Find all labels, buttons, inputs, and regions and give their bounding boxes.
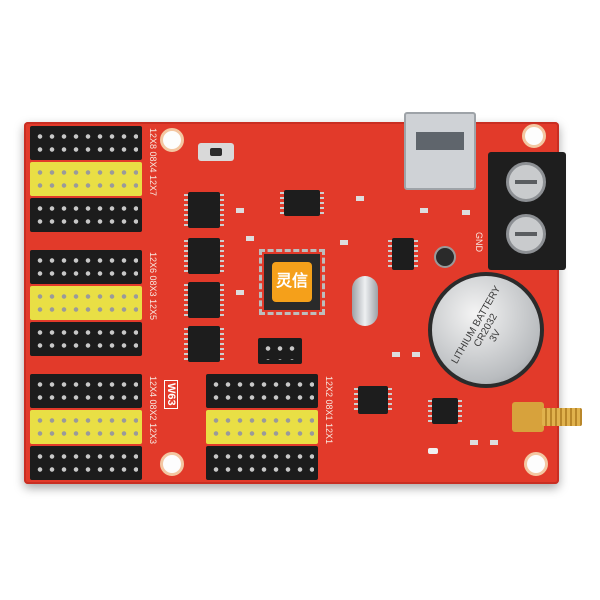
smd-component bbox=[246, 236, 254, 241]
ic-chip bbox=[354, 386, 392, 414]
header-group-label: 12X4 08X2 12X3 bbox=[148, 376, 158, 445]
electrolytic-capacitor bbox=[434, 246, 456, 268]
regulator-chip bbox=[388, 238, 418, 270]
pin-header bbox=[30, 198, 142, 232]
smd-component bbox=[462, 210, 470, 215]
crystal-oscillator bbox=[352, 276, 378, 326]
driver-chip bbox=[184, 192, 224, 228]
terminal-screw bbox=[506, 214, 546, 254]
pin-header bbox=[30, 322, 142, 356]
mounting-hole-bottom-left bbox=[160, 452, 184, 476]
reset-button bbox=[198, 143, 234, 161]
smd-component bbox=[340, 240, 348, 245]
header-group-label: 12X6 08X3 12X5 bbox=[148, 252, 158, 321]
status-led bbox=[428, 448, 438, 454]
pin-header bbox=[30, 410, 142, 444]
pin-header bbox=[30, 286, 142, 320]
pin-header bbox=[30, 446, 142, 480]
mounting-hole-top-left bbox=[160, 128, 184, 152]
smd-component bbox=[236, 290, 244, 295]
driver-chip bbox=[184, 326, 224, 362]
pin-header bbox=[30, 126, 142, 160]
power-terminal-block bbox=[488, 152, 566, 270]
mcu-chip: 灵信 bbox=[259, 249, 325, 315]
pin-header bbox=[30, 374, 142, 408]
driver-chip bbox=[184, 282, 224, 318]
sma-antenna-connector bbox=[512, 400, 582, 434]
gnd-label: GND bbox=[474, 232, 484, 252]
header-group-label: 12X8 08X4 12X7 bbox=[148, 128, 158, 197]
pin-header bbox=[30, 250, 142, 284]
pin-header bbox=[30, 162, 142, 196]
smd-component bbox=[470, 440, 478, 445]
small-pin-header bbox=[258, 338, 302, 364]
pin-header bbox=[206, 374, 318, 408]
pin-header bbox=[206, 410, 318, 444]
smd-component bbox=[420, 208, 428, 213]
smd-component bbox=[490, 440, 498, 445]
mounting-hole-top-right bbox=[522, 124, 546, 148]
memory-chip bbox=[280, 190, 324, 216]
coin-cell-battery: LITHIUM BATTERY CR2032 3V bbox=[428, 272, 544, 388]
usb-port bbox=[404, 112, 476, 190]
model-label: W63 bbox=[164, 380, 178, 409]
driver-chip bbox=[184, 238, 224, 274]
header-group-label: 12X2 08X1 12X1 bbox=[324, 376, 334, 445]
smd-component bbox=[236, 208, 244, 213]
ic-chip bbox=[428, 398, 462, 424]
smd-component bbox=[356, 196, 364, 201]
smd-component bbox=[412, 352, 420, 357]
mounting-hole-bottom-right bbox=[524, 452, 548, 476]
mcu-logo: 灵信 bbox=[272, 262, 312, 302]
smd-component bbox=[392, 352, 400, 357]
terminal-screw bbox=[506, 162, 546, 202]
pin-header bbox=[206, 446, 318, 480]
